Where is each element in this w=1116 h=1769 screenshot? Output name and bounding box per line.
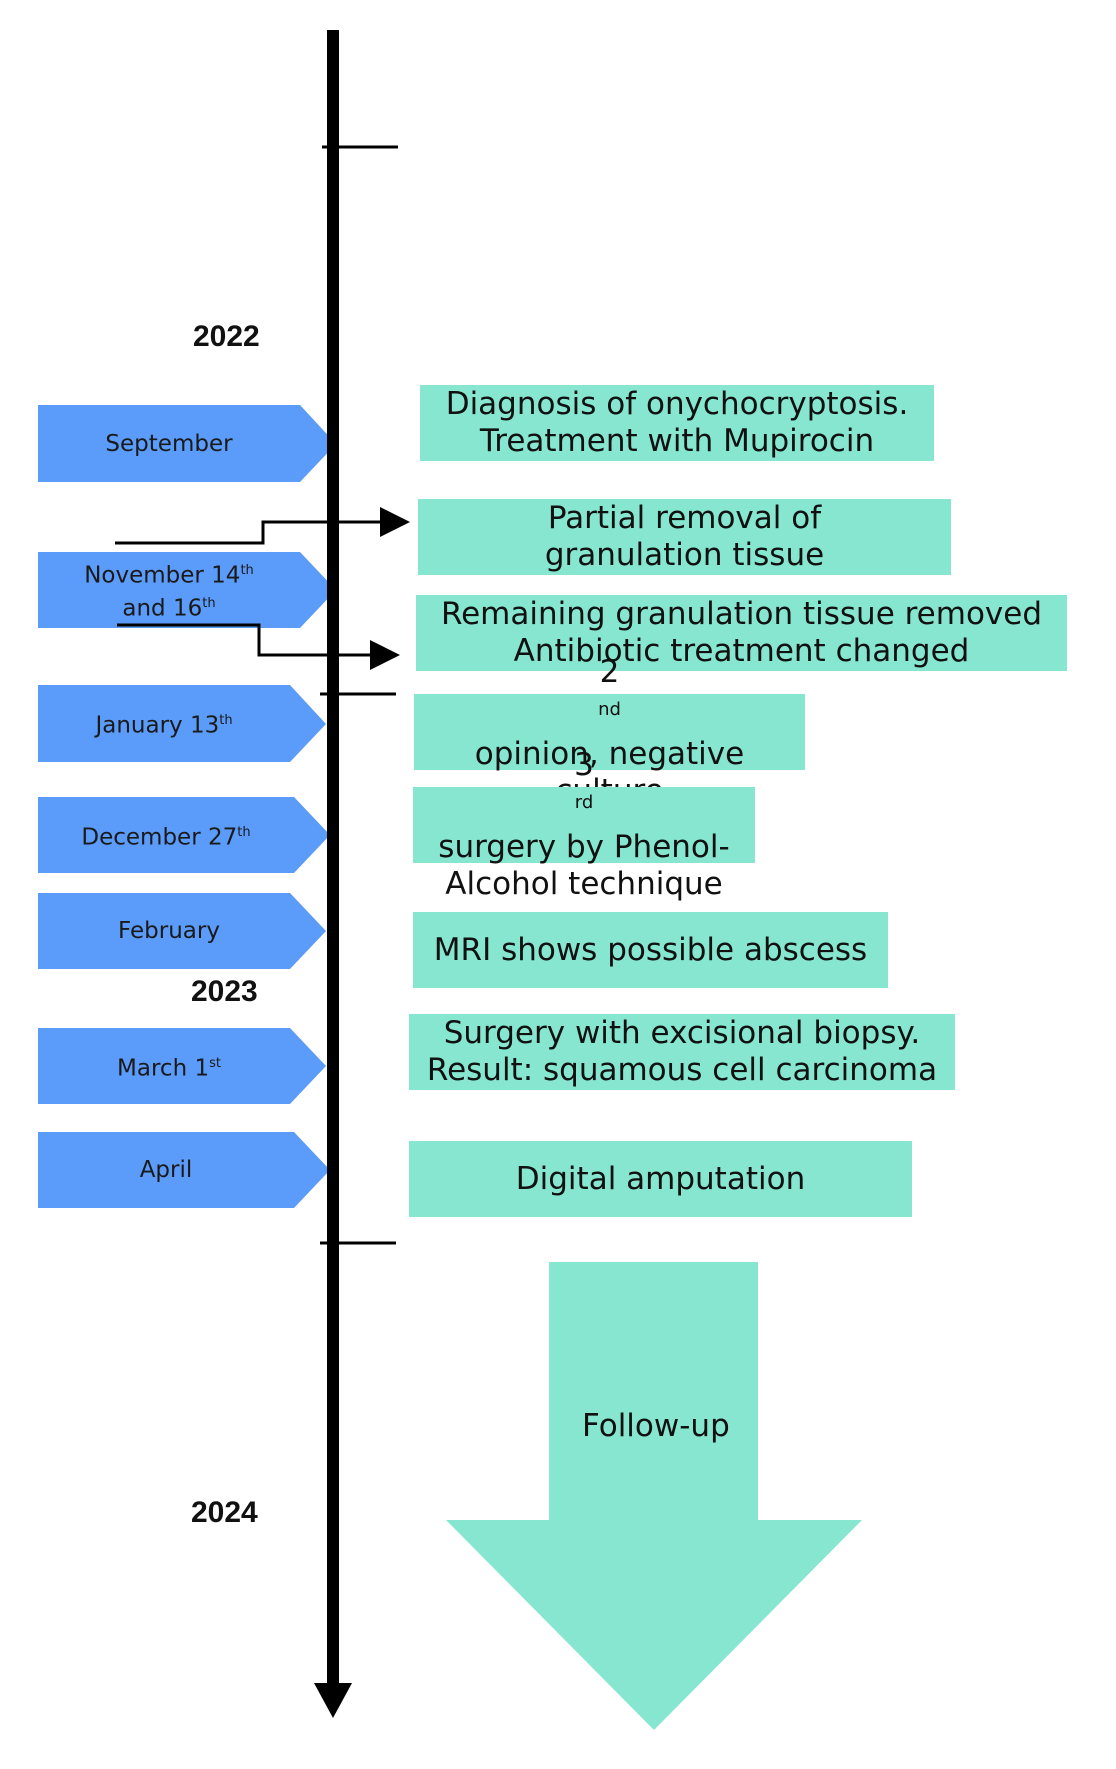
date-tag-february: February bbox=[38, 893, 300, 969]
date-tag-november-shape bbox=[38, 552, 336, 628]
date-label: December 27th bbox=[81, 824, 251, 851]
date-tag-november: November 14th and 16th bbox=[38, 552, 300, 628]
date-tag-march-shape bbox=[38, 1028, 326, 1104]
event-partial-removal: Partial removal of granulation tissue bbox=[418, 499, 951, 575]
year-label-2024: 2024 bbox=[191, 1496, 258, 1529]
connector-arrow-remaining bbox=[117, 623, 400, 670]
date-label: and 16th bbox=[122, 595, 216, 622]
timeline-axis-arrowhead bbox=[314, 1683, 352, 1718]
event-diagnosis: Diagnosis of onychocryptosis. Treatment … bbox=[420, 385, 934, 461]
event-second-opinion: 2nd opinion, negative culture bbox=[414, 654, 805, 809]
date-tag-december: December 27th bbox=[38, 797, 294, 873]
date-tag-january: January 13th bbox=[38, 685, 290, 762]
followup-label: Follow-up bbox=[582, 1408, 730, 1444]
followup-arrow bbox=[446, 1262, 862, 1730]
date-label: April bbox=[139, 1157, 193, 1183]
date-tag-january-shape bbox=[38, 685, 326, 762]
date-label: February bbox=[118, 918, 220, 944]
event-amputation: Digital amputation bbox=[409, 1141, 912, 1217]
date-tag-april-shape bbox=[38, 1132, 330, 1208]
date-label: November 14th bbox=[84, 563, 254, 589]
date-tag-december-shape bbox=[38, 797, 330, 873]
year-label-2023: 2023 bbox=[191, 975, 258, 1008]
date-tag-february-shape bbox=[38, 893, 326, 969]
date-tag-april: April bbox=[38, 1132, 294, 1208]
date-label: March 1st bbox=[117, 1055, 221, 1082]
date-label: January 13th bbox=[95, 712, 233, 739]
connector-arrow-partial bbox=[115, 507, 410, 545]
event-remaining-removed: Remaining granulation tissue removed Ant… bbox=[416, 595, 1067, 671]
event-biopsy: Surgery with excisional biopsy. Result: … bbox=[409, 1014, 955, 1090]
date-tag-march: March 1st bbox=[38, 1028, 300, 1104]
event-mri: MRI shows possible abscess bbox=[413, 912, 888, 988]
year-label-2022: 2022 bbox=[193, 320, 260, 353]
date-tag-september-shape bbox=[38, 405, 336, 482]
date-label: September bbox=[105, 430, 233, 457]
date-tag-september: September bbox=[38, 405, 300, 482]
